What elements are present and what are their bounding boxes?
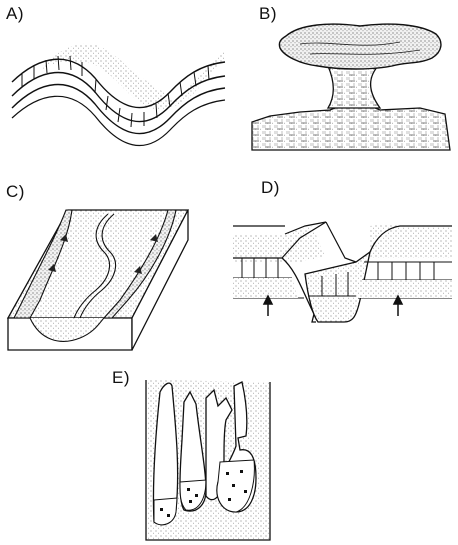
panel-d-label: D) — [261, 178, 280, 198]
panel-d-central-block — [305, 252, 370, 322]
panel-e-label: E) — [112, 368, 130, 388]
panel-a-label: A) — [6, 4, 24, 24]
panel-b-base — [252, 104, 450, 150]
panel-e-columns — [146, 380, 270, 540]
panel-b-label: B) — [259, 4, 277, 24]
panel-b-cap — [279, 24, 441, 69]
panel-d-uplift-arrow-right — [394, 296, 402, 316]
panel-d-uplift-arrow-left — [264, 296, 272, 316]
panel-a-stipple-cover — [40, 44, 225, 109]
panel-b-stem — [328, 66, 380, 108]
panel-d-graben — [233, 222, 452, 322]
panel-a-fold — [12, 44, 225, 146]
panel-c-label: C) — [6, 182, 25, 202]
panel-c-valley-block — [8, 210, 188, 350]
panel-b-mushroom-rock — [252, 24, 450, 150]
